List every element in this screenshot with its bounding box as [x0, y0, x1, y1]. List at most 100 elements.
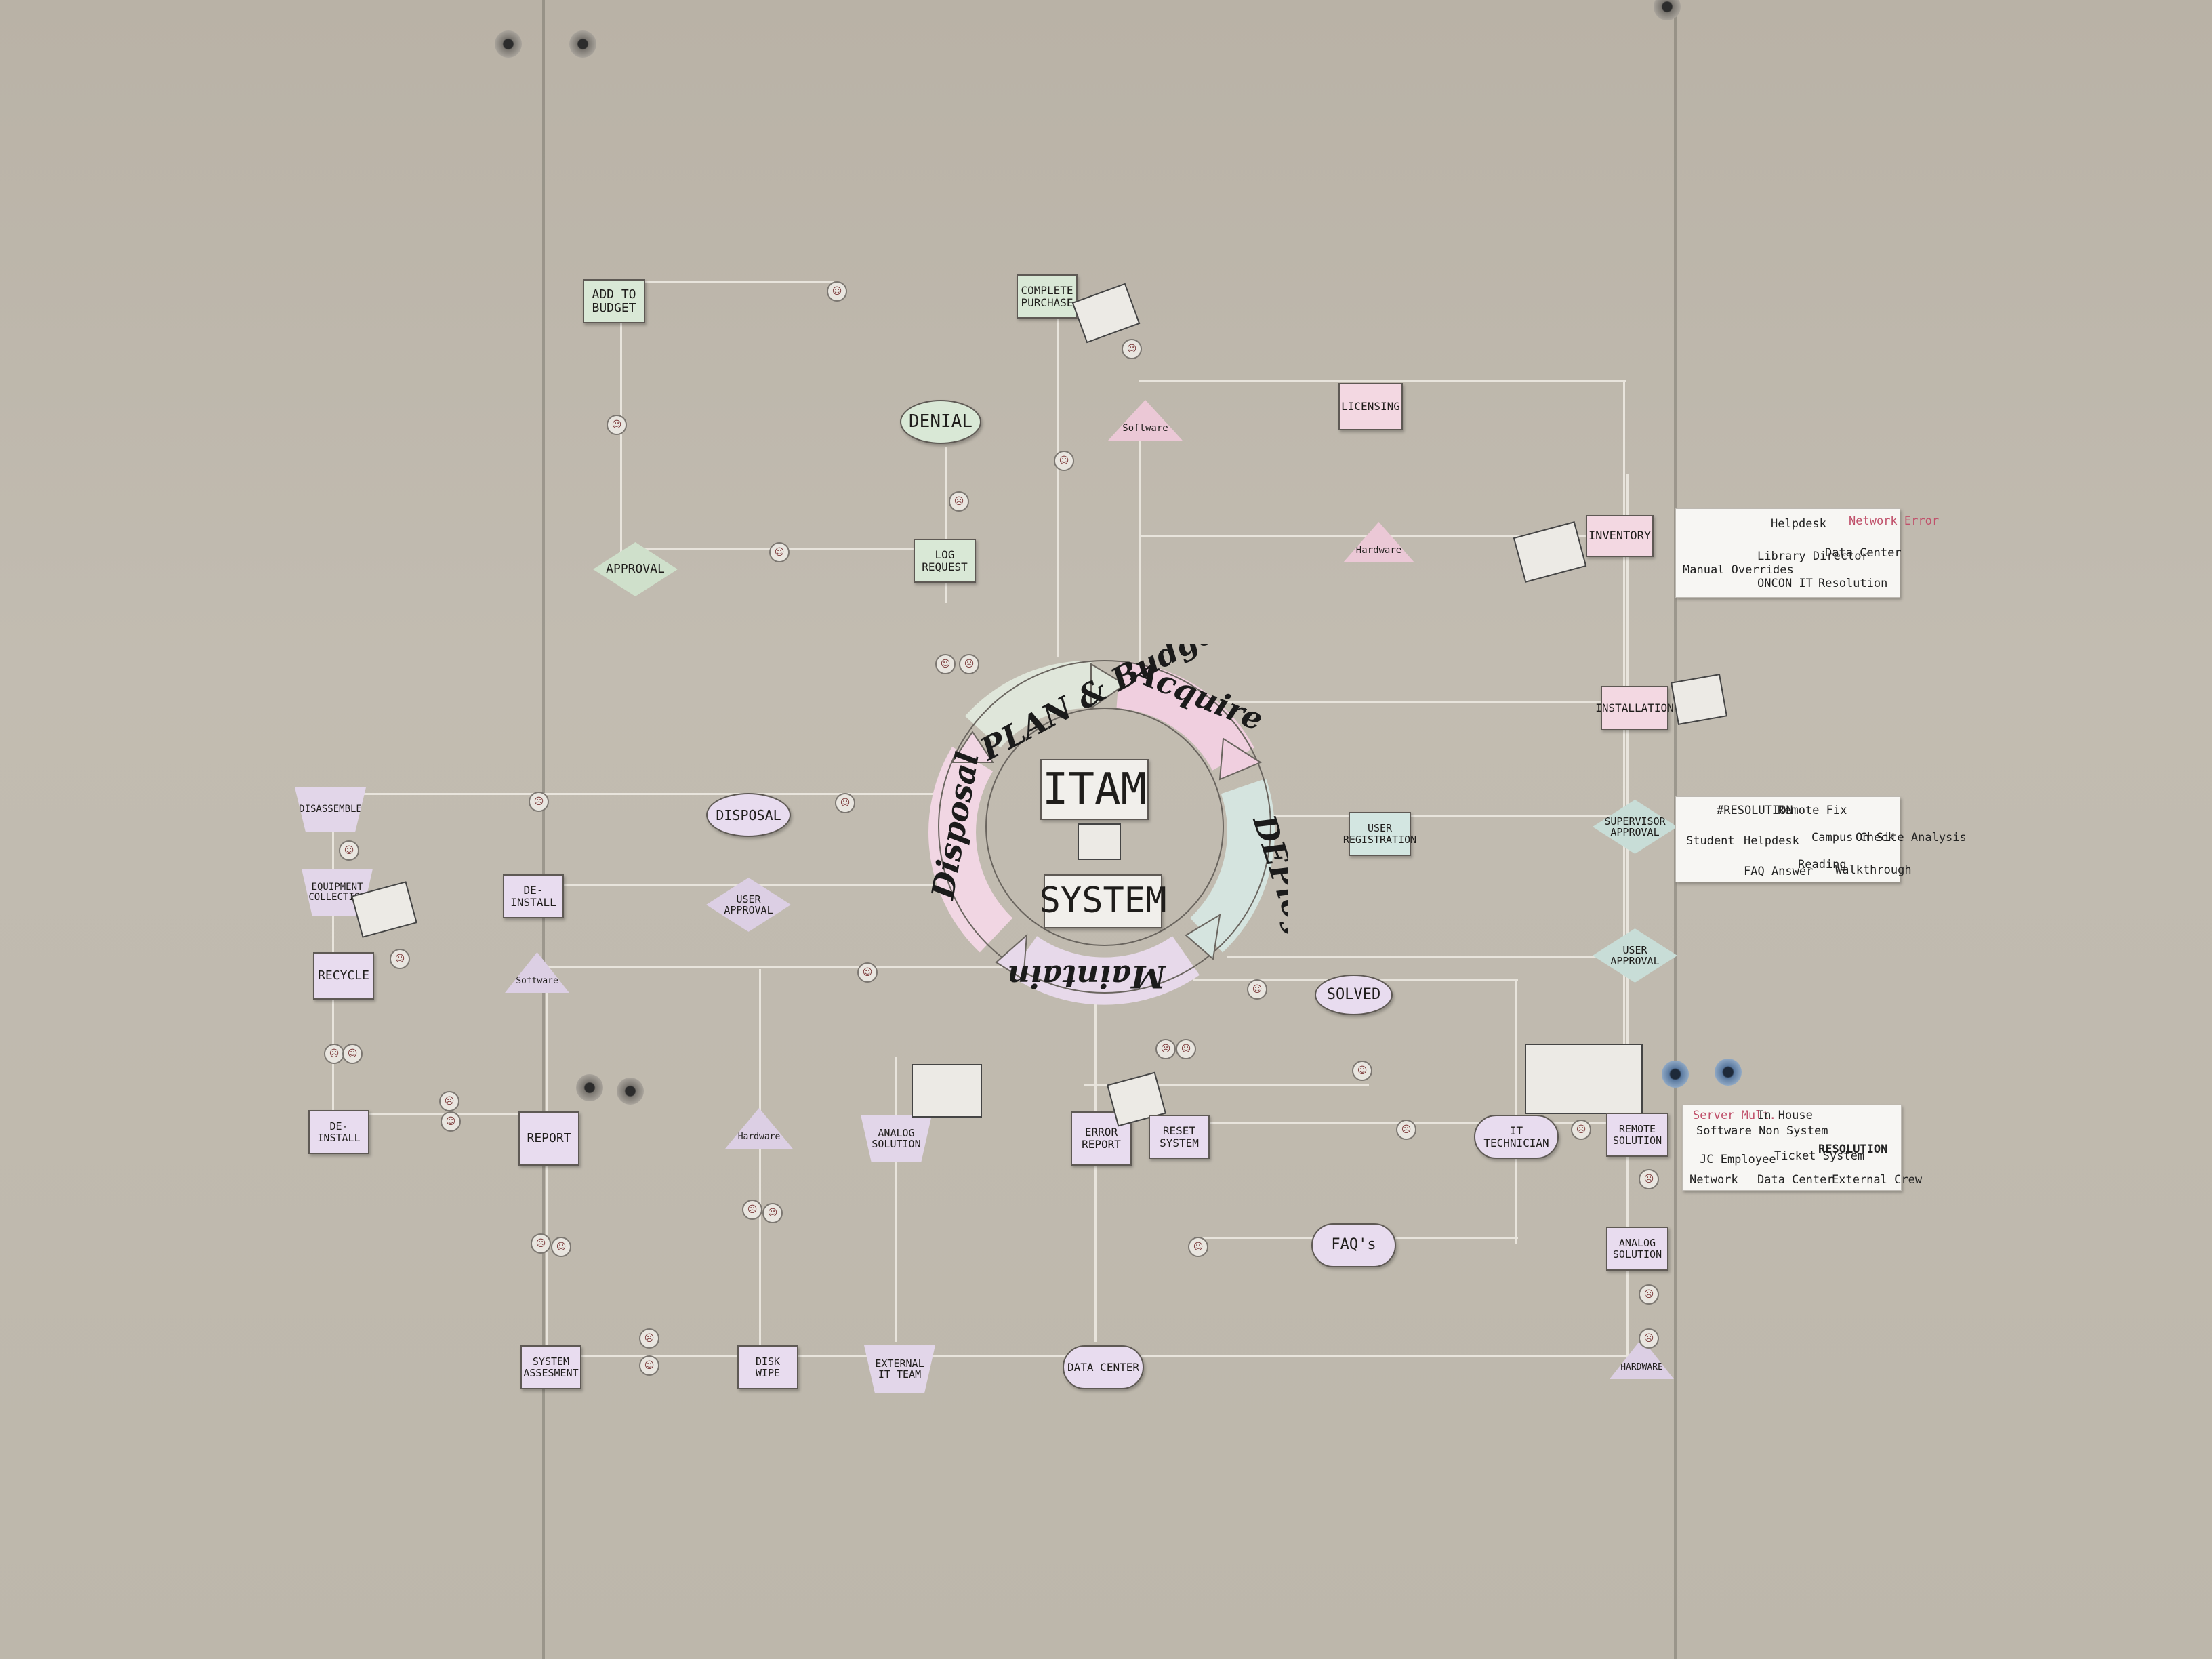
connector-line — [1179, 1122, 1613, 1124]
connector-line — [1084, 1084, 1369, 1086]
note-text: Campus Check — [1811, 831, 1895, 844]
note-text: Data Center — [1825, 546, 1902, 560]
connector-line — [1233, 815, 1626, 817]
user-registration-card: USER REGISTRATION — [1343, 812, 1416, 856]
hardware-low-card: Hardware — [725, 1108, 793, 1149]
face-sticker-icon: ☺ — [1352, 1061, 1372, 1081]
face-sticker-icon: ☺ — [762, 1203, 783, 1223]
face-sticker-icon: ☹ — [742, 1200, 762, 1220]
face-sticker-icon: ☺ — [935, 654, 956, 674]
workflow-note-3: Server Mult. In House Software Non Syste… — [1682, 1105, 1922, 1191]
analog-solution-card: ANALOG SOLUTION — [861, 1115, 932, 1162]
face-sticker-icon: ☺ — [441, 1111, 461, 1132]
hardware-top-card: Hardware — [1343, 522, 1414, 562]
face-sticker-icon: ☺ — [342, 1044, 363, 1064]
denial-card: DENIAL — [900, 400, 981, 444]
note-text: Helpdesk — [1744, 834, 1799, 848]
complete-purchase-card: COMPLETE PURCHASE — [1017, 274, 1078, 319]
connector-line — [325, 793, 935, 795]
face-sticker-icon: ☺ — [1176, 1039, 1196, 1059]
screw-icon — [1654, 0, 1681, 20]
solved-card: SOLVED — [1315, 975, 1393, 1015]
cycle-maintain-label: Maintain — [1007, 958, 1167, 995]
connector-line — [1626, 474, 1629, 1362]
face-sticker-icon: ☺ — [551, 1237, 571, 1257]
de-install-low-card: DE-INSTALL — [308, 1110, 369, 1154]
note-text: ONCON IT — [1757, 577, 1813, 590]
screw-icon — [1715, 1059, 1742, 1086]
laptop-sketch-icon — [1513, 521, 1587, 583]
face-sticker-icon: ☺ — [390, 949, 410, 969]
workflow-note-2: #RESOLUTION Remote Fix Student Helpdesk … — [1675, 796, 1967, 882]
connector-line — [1227, 956, 1626, 958]
face-sticker-icon: ☹ — [1155, 1039, 1176, 1059]
note-text: Network — [1689, 1173, 1738, 1187]
note-text: On Site Analysis — [1856, 831, 1967, 844]
computer-user-sketch-icon — [912, 1064, 982, 1118]
connector-line — [1220, 701, 1626, 703]
licensing-card: LICENSING — [1338, 383, 1403, 430]
de-install-mid-card: DE-INSTALL — [503, 874, 564, 918]
computer-sketch-icon — [1078, 823, 1121, 860]
note-text: JC Employee — [1700, 1153, 1776, 1166]
data-center-card: DATA CENTER — [1063, 1345, 1144, 1389]
face-sticker-icon: ☹ — [1571, 1120, 1591, 1140]
installation-card: INSTALLATION — [1595, 686, 1674, 730]
face-sticker-icon: ☹ — [1639, 1284, 1659, 1305]
note-text: #RESOLUTION — [1717, 804, 1793, 817]
face-sticker-icon: ☹ — [639, 1328, 659, 1349]
it-technician-card: IT TECHNICIAN — [1474, 1115, 1559, 1159]
note-text: RESOLUTION — [1818, 1143, 1888, 1156]
connector-line — [1057, 319, 1059, 657]
center-subtitle: SYSTEM — [1040, 874, 1166, 928]
itam-cycle-diagram: PLAN & Budget Acquire DEPloy Maintain Di… — [924, 644, 1288, 1005]
reset-system-card: RESET SYSTEM — [1149, 1115, 1210, 1159]
note-text: Software Non System — [1696, 1124, 1828, 1138]
note-text: Data Center — [1757, 1173, 1834, 1187]
note-text: Library Director — [1757, 550, 1868, 563]
face-sticker-icon: ☺ — [827, 281, 847, 302]
face-sticker-icon: ☹ — [959, 654, 979, 674]
laptop-sketch-icon — [1671, 674, 1727, 725]
face-sticker-icon: ☺ — [1188, 1237, 1208, 1257]
faqs-card: FAQ's — [1311, 1223, 1396, 1267]
connector-line — [759, 969, 761, 1349]
face-sticker-icon: ☹ — [529, 792, 549, 812]
remote-solution-card: REMOTE SOLUTION — [1606, 1113, 1668, 1157]
connector-line — [610, 281, 834, 283]
connector-line — [1139, 434, 1141, 678]
log-request-card: LOG REQUEST — [914, 539, 976, 583]
face-sticker-icon: ☺ — [1054, 451, 1074, 471]
face-sticker-icon: ☹ — [1639, 1328, 1659, 1349]
face-sticker-icon: ☹ — [439, 1091, 459, 1111]
screw-icon — [495, 30, 522, 58]
face-sticker-icon: ☺ — [1122, 339, 1142, 359]
face-sticker-icon: ☹ — [531, 1233, 551, 1254]
note-text: Remote Fix — [1778, 804, 1847, 817]
face-sticker-icon: ☺ — [835, 793, 855, 813]
system-assessment-card: SYSTEM ASSESMENT — [520, 1345, 581, 1389]
connector-line — [1623, 380, 1625, 1125]
note-text: Server Mult. — [1693, 1109, 1776, 1122]
connector-line — [529, 884, 935, 886]
note-text: FAQ Answer — [1744, 865, 1814, 878]
connector-line — [895, 1057, 897, 1342]
note-text: Helpdesk — [1771, 517, 1826, 531]
note-text: Walkthrough — [1835, 863, 1912, 877]
disassemble-card: DISASSEMBLE — [295, 787, 366, 832]
note-text: External Crew — [1832, 1173, 1923, 1187]
connector-line — [1515, 979, 1517, 1244]
connector-line — [620, 319, 622, 562]
face-sticker-icon: ☺ — [769, 542, 790, 562]
connector-line — [529, 966, 1003, 968]
note-text: Manual Overrides — [1683, 563, 1794, 577]
face-sticker-icon: ☹ — [1396, 1120, 1416, 1140]
face-sticker-icon: ☹ — [949, 491, 969, 512]
connector-line — [945, 447, 947, 603]
inventory-card: INVENTORY — [1586, 515, 1654, 557]
recycle-card: RECYCLE — [313, 952, 374, 1000]
analog-solution-right-card: ANALOG SOLUTION — [1606, 1227, 1668, 1271]
note-text: Resolution — [1818, 577, 1888, 590]
screw-icon — [1662, 1061, 1689, 1088]
